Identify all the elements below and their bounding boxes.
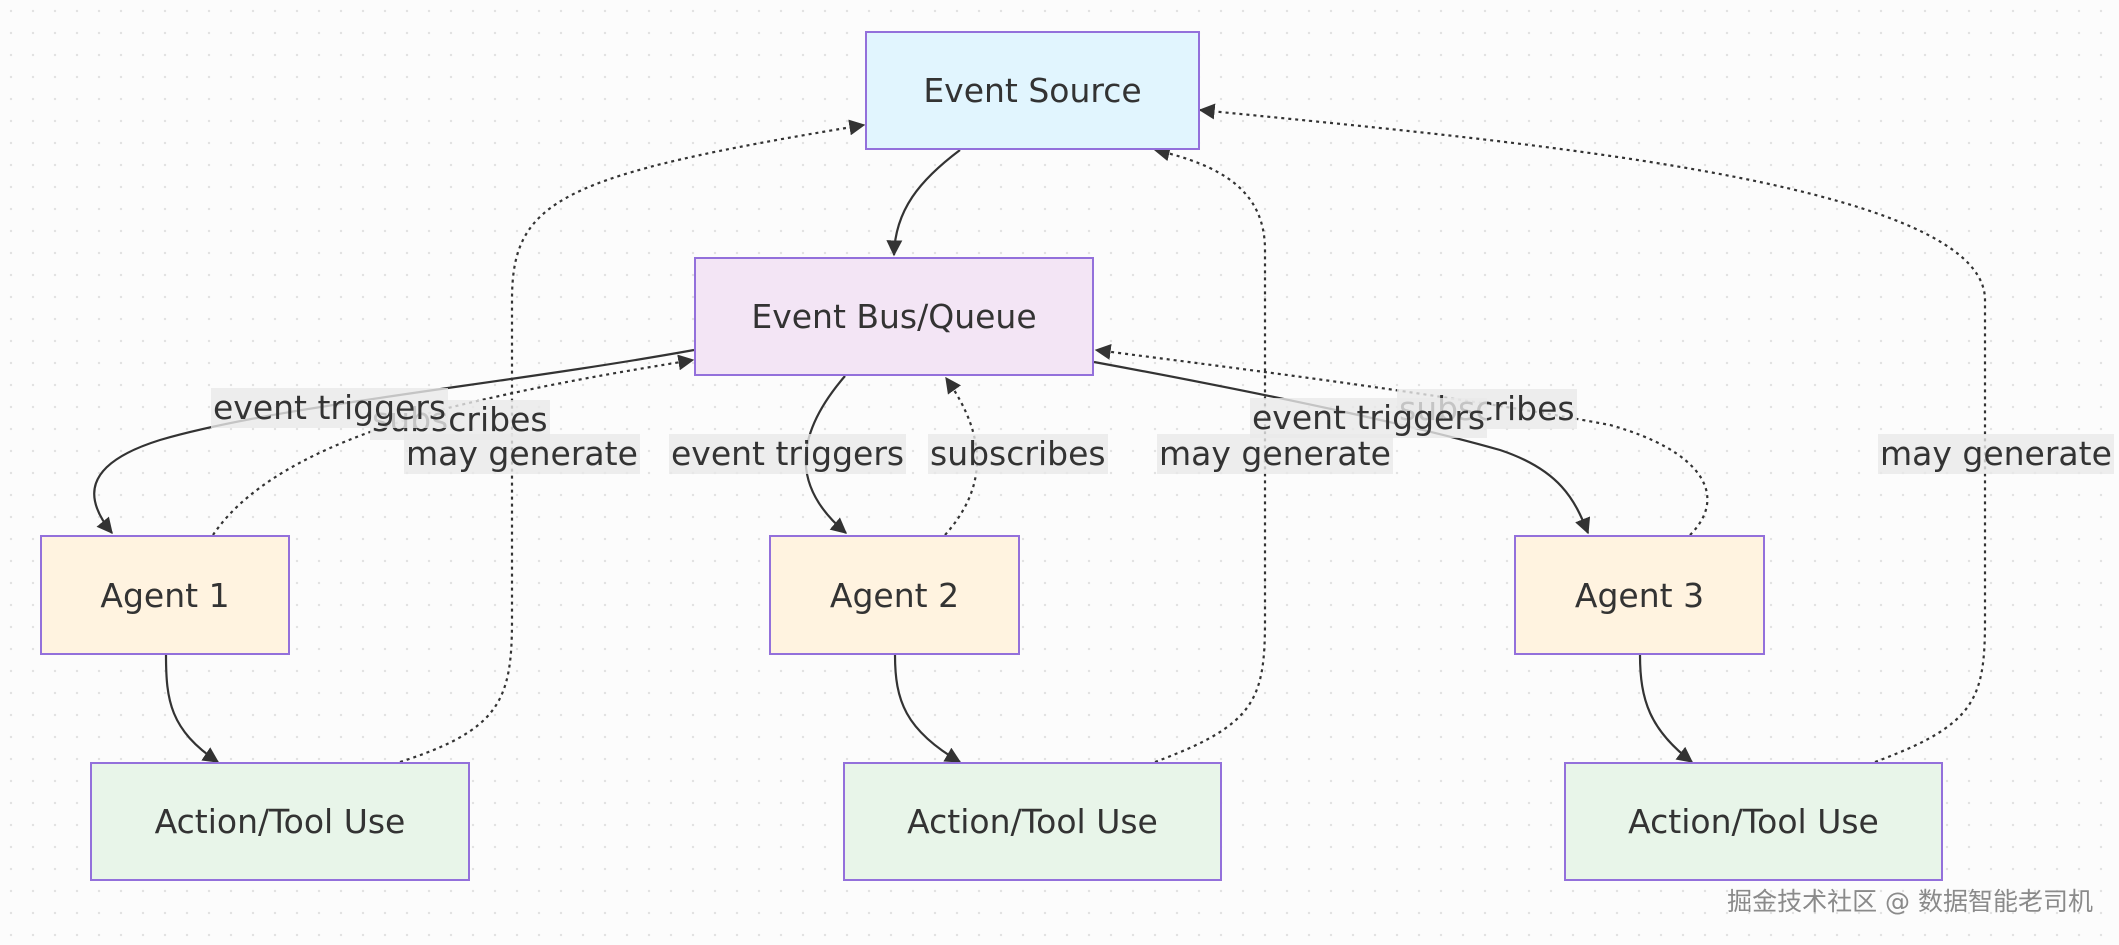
edge-action2-to-source — [1153, 145, 1267, 764]
edge-label-action2-may-generate: may generate — [1157, 434, 1393, 474]
edge-label-action3-may-generate: may generate — [1878, 434, 2114, 474]
node-agent-3[interactable]: Agent 3 — [1514, 535, 1765, 655]
edge-label-agent2-subscribes: subscribes — [928, 434, 1108, 474]
node-event-source[interactable]: Event Source — [865, 31, 1200, 150]
node-action-tool-use-3[interactable]: Action/Tool Use — [1564, 762, 1943, 881]
edge-action3-to-source — [1198, 103, 1987, 764]
edge-bus-to-agent3 — [1093, 360, 1591, 535]
edge-agent2-to-action2 — [893, 654, 962, 763]
node-action-tool-use-2[interactable]: Action/Tool Use — [843, 762, 1222, 881]
edge-agent1-to-action1 — [164, 654, 220, 763]
edge-agent2-to-bus — [944, 376, 979, 536]
node-event-bus-queue[interactable]: Event Bus/Queue — [694, 257, 1094, 376]
edge-agent3-to-action3 — [1638, 654, 1694, 763]
edge-label-agent3-event-triggers: event triggers — [1250, 398, 1488, 438]
edge-agent1-to-bus — [212, 354, 695, 536]
node-agent-2[interactable]: Agent 2 — [769, 535, 1020, 655]
edge-label-agent1-event-triggers: event triggers — [211, 388, 449, 428]
edge-action1-to-source — [399, 119, 866, 764]
edge-label-action1-may-generate: may generate — [404, 434, 640, 474]
node-action-tool-use-1[interactable]: Action/Tool Use — [90, 762, 470, 881]
watermark-text: 掘金技术社区 @ 数据智能老司机 — [1727, 887, 2093, 916]
edge-agent3-to-bus — [1094, 343, 1709, 536]
node-agent-1[interactable]: Agent 1 — [40, 535, 290, 655]
edge-label-agent2-event-triggers: event triggers — [669, 434, 907, 474]
edge-source-to-bus — [886, 149, 961, 257]
